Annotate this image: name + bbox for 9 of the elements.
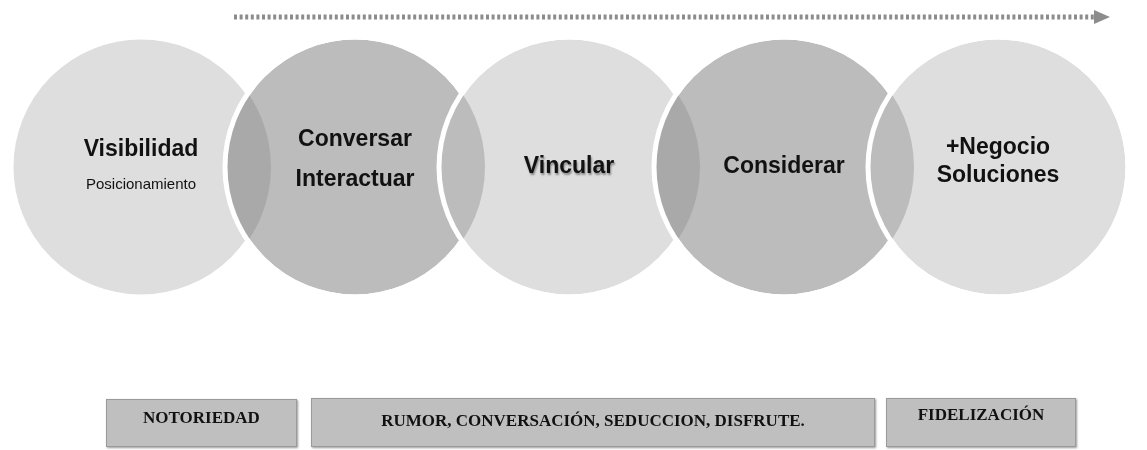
stage-title: Considerar [722,151,846,180]
stage-subtitle: Posicionamiento [84,174,198,194]
stage-title: Conversar Interactuar [294,124,416,193]
phase-box: FIDELIZACIÓN [886,398,1076,447]
stage-title: +Negocio Soluciones [935,132,1061,188]
stage-title: Vincular [522,151,616,180]
phase-box: RUMOR, CONVERSACIÓN, SEDUCCION, DISFRUTE. [311,398,875,447]
stage-title: Visibilidad [82,134,200,163]
phase-box: NOTORIEDAD [106,399,297,447]
